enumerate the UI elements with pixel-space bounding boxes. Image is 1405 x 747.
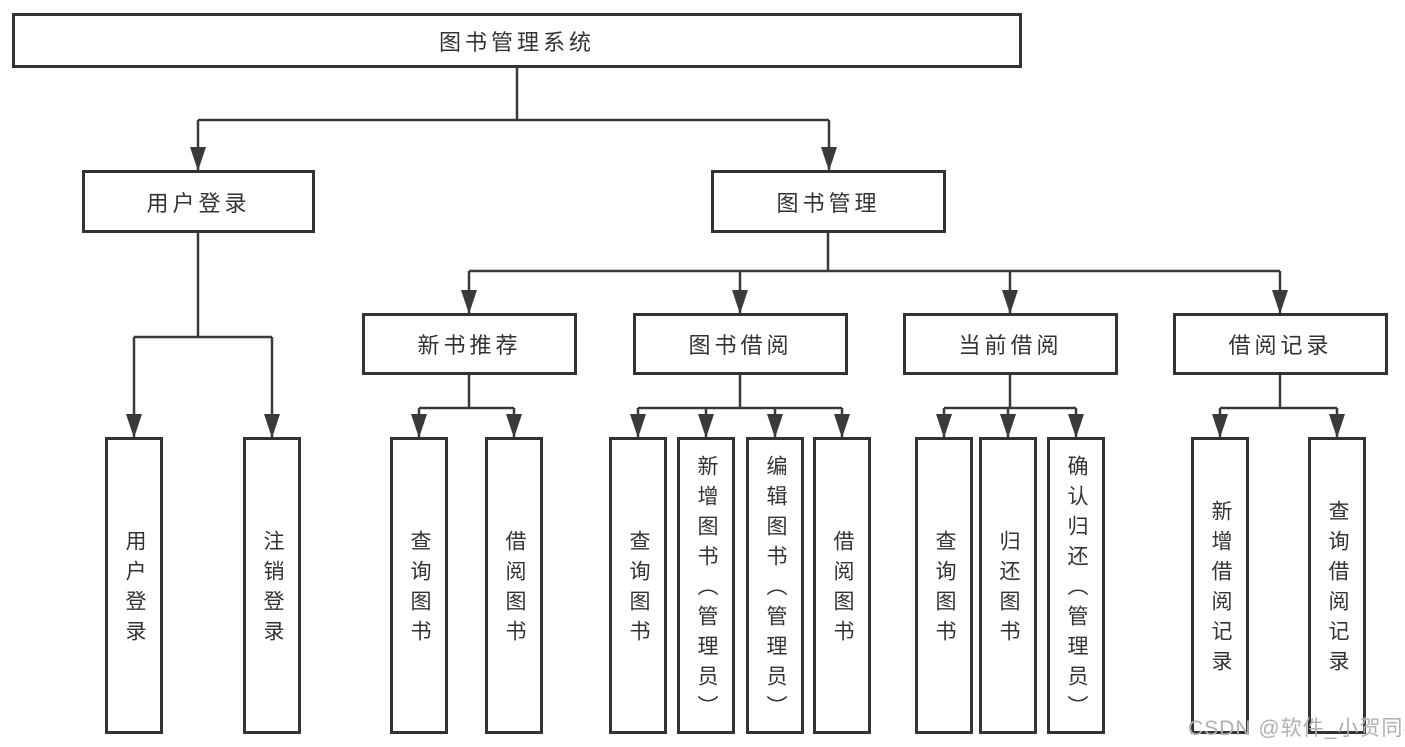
leaf-newbooks-borrow-label: 借阅图书 xyxy=(503,530,526,650)
leaf-records-add-label: 新增借阅记录 xyxy=(1209,500,1232,680)
watermark-text: CSDN @软件_小贺同学 xyxy=(1188,717,1405,740)
leaf-current-query: 查询图书 xyxy=(915,437,973,734)
node-root-system: 图书管理系统 xyxy=(12,13,1022,68)
leaf-user-login: 用户登录 xyxy=(105,437,163,734)
leaf-logout: 注销登录 xyxy=(243,437,301,734)
node-borrowing-label: 图书借阅 xyxy=(688,333,793,358)
connector-borrowing-children xyxy=(630,375,850,438)
leaf-newbooks-query: 查询图书 xyxy=(390,437,448,734)
leaf-borrowing-add: 新增图书（管理员） xyxy=(677,437,735,734)
leaf-newbooks-borrow: 借阅图书 xyxy=(485,437,543,734)
node-user-login: 用户登录 xyxy=(82,170,315,233)
leaf-current-return: 归还图书 xyxy=(979,437,1037,734)
connector-new-books-children xyxy=(411,375,522,438)
leaf-newbooks-query-label: 查询图书 xyxy=(408,530,431,650)
node-current-borrow: 当前借阅 xyxy=(903,313,1118,375)
connector-book-mgmt-sections xyxy=(461,233,1288,314)
connector-root-to-level2 xyxy=(190,68,837,171)
node-current-borrow-label: 当前借阅 xyxy=(958,333,1063,358)
leaf-current-query-label: 查询图书 xyxy=(933,530,956,650)
leaf-borrowing-borrow-label: 借阅图书 xyxy=(831,530,854,650)
connector-user-login-children xyxy=(126,233,280,438)
node-book-mgmt-label: 图书管理 xyxy=(776,190,881,216)
leaf-logout-label: 注销登录 xyxy=(261,530,284,650)
leaf-borrowing-edit: 编辑图书（管理员） xyxy=(746,437,804,734)
leaf-current-return-label: 归还图书 xyxy=(997,530,1020,650)
leaf-borrowing-query: 查询图书 xyxy=(609,437,667,734)
leaf-records-query: 查询借阅记录 xyxy=(1308,437,1366,734)
leaf-records-query-label: 查询借阅记录 xyxy=(1326,500,1349,680)
leaf-records-add: 新增借阅记录 xyxy=(1191,437,1249,734)
leaf-current-confirm: 确认归还（管理员） xyxy=(1047,437,1105,734)
leaf-borrowing-add-label: 新增图书（管理员） xyxy=(695,455,718,725)
watermark: CSDN @软件_小贺同学 xyxy=(1188,712,1405,742)
leaf-borrowing-query-label: 查询图书 xyxy=(627,530,650,650)
node-borrowing: 图书借阅 xyxy=(633,313,848,375)
connector-current-children xyxy=(936,375,1084,438)
node-new-books: 新书推荐 xyxy=(362,313,577,375)
leaf-borrowing-borrow: 借阅图书 xyxy=(813,437,871,734)
node-borrow-records-label: 借阅记录 xyxy=(1228,333,1333,358)
connector-records-children xyxy=(1212,375,1345,438)
leaf-borrowing-edit-label: 编辑图书（管理员） xyxy=(764,455,787,725)
node-borrow-records: 借阅记录 xyxy=(1173,313,1388,375)
leaf-user-login-label: 用户登录 xyxy=(123,530,146,650)
leaf-current-confirm-label: 确认归还（管理员） xyxy=(1065,455,1088,725)
node-new-books-label: 新书推荐 xyxy=(417,333,522,358)
node-user-login-label: 用户登录 xyxy=(146,190,251,216)
node-book-mgmt: 图书管理 xyxy=(711,170,946,233)
node-root-system-label: 图书管理系统 xyxy=(438,29,595,55)
